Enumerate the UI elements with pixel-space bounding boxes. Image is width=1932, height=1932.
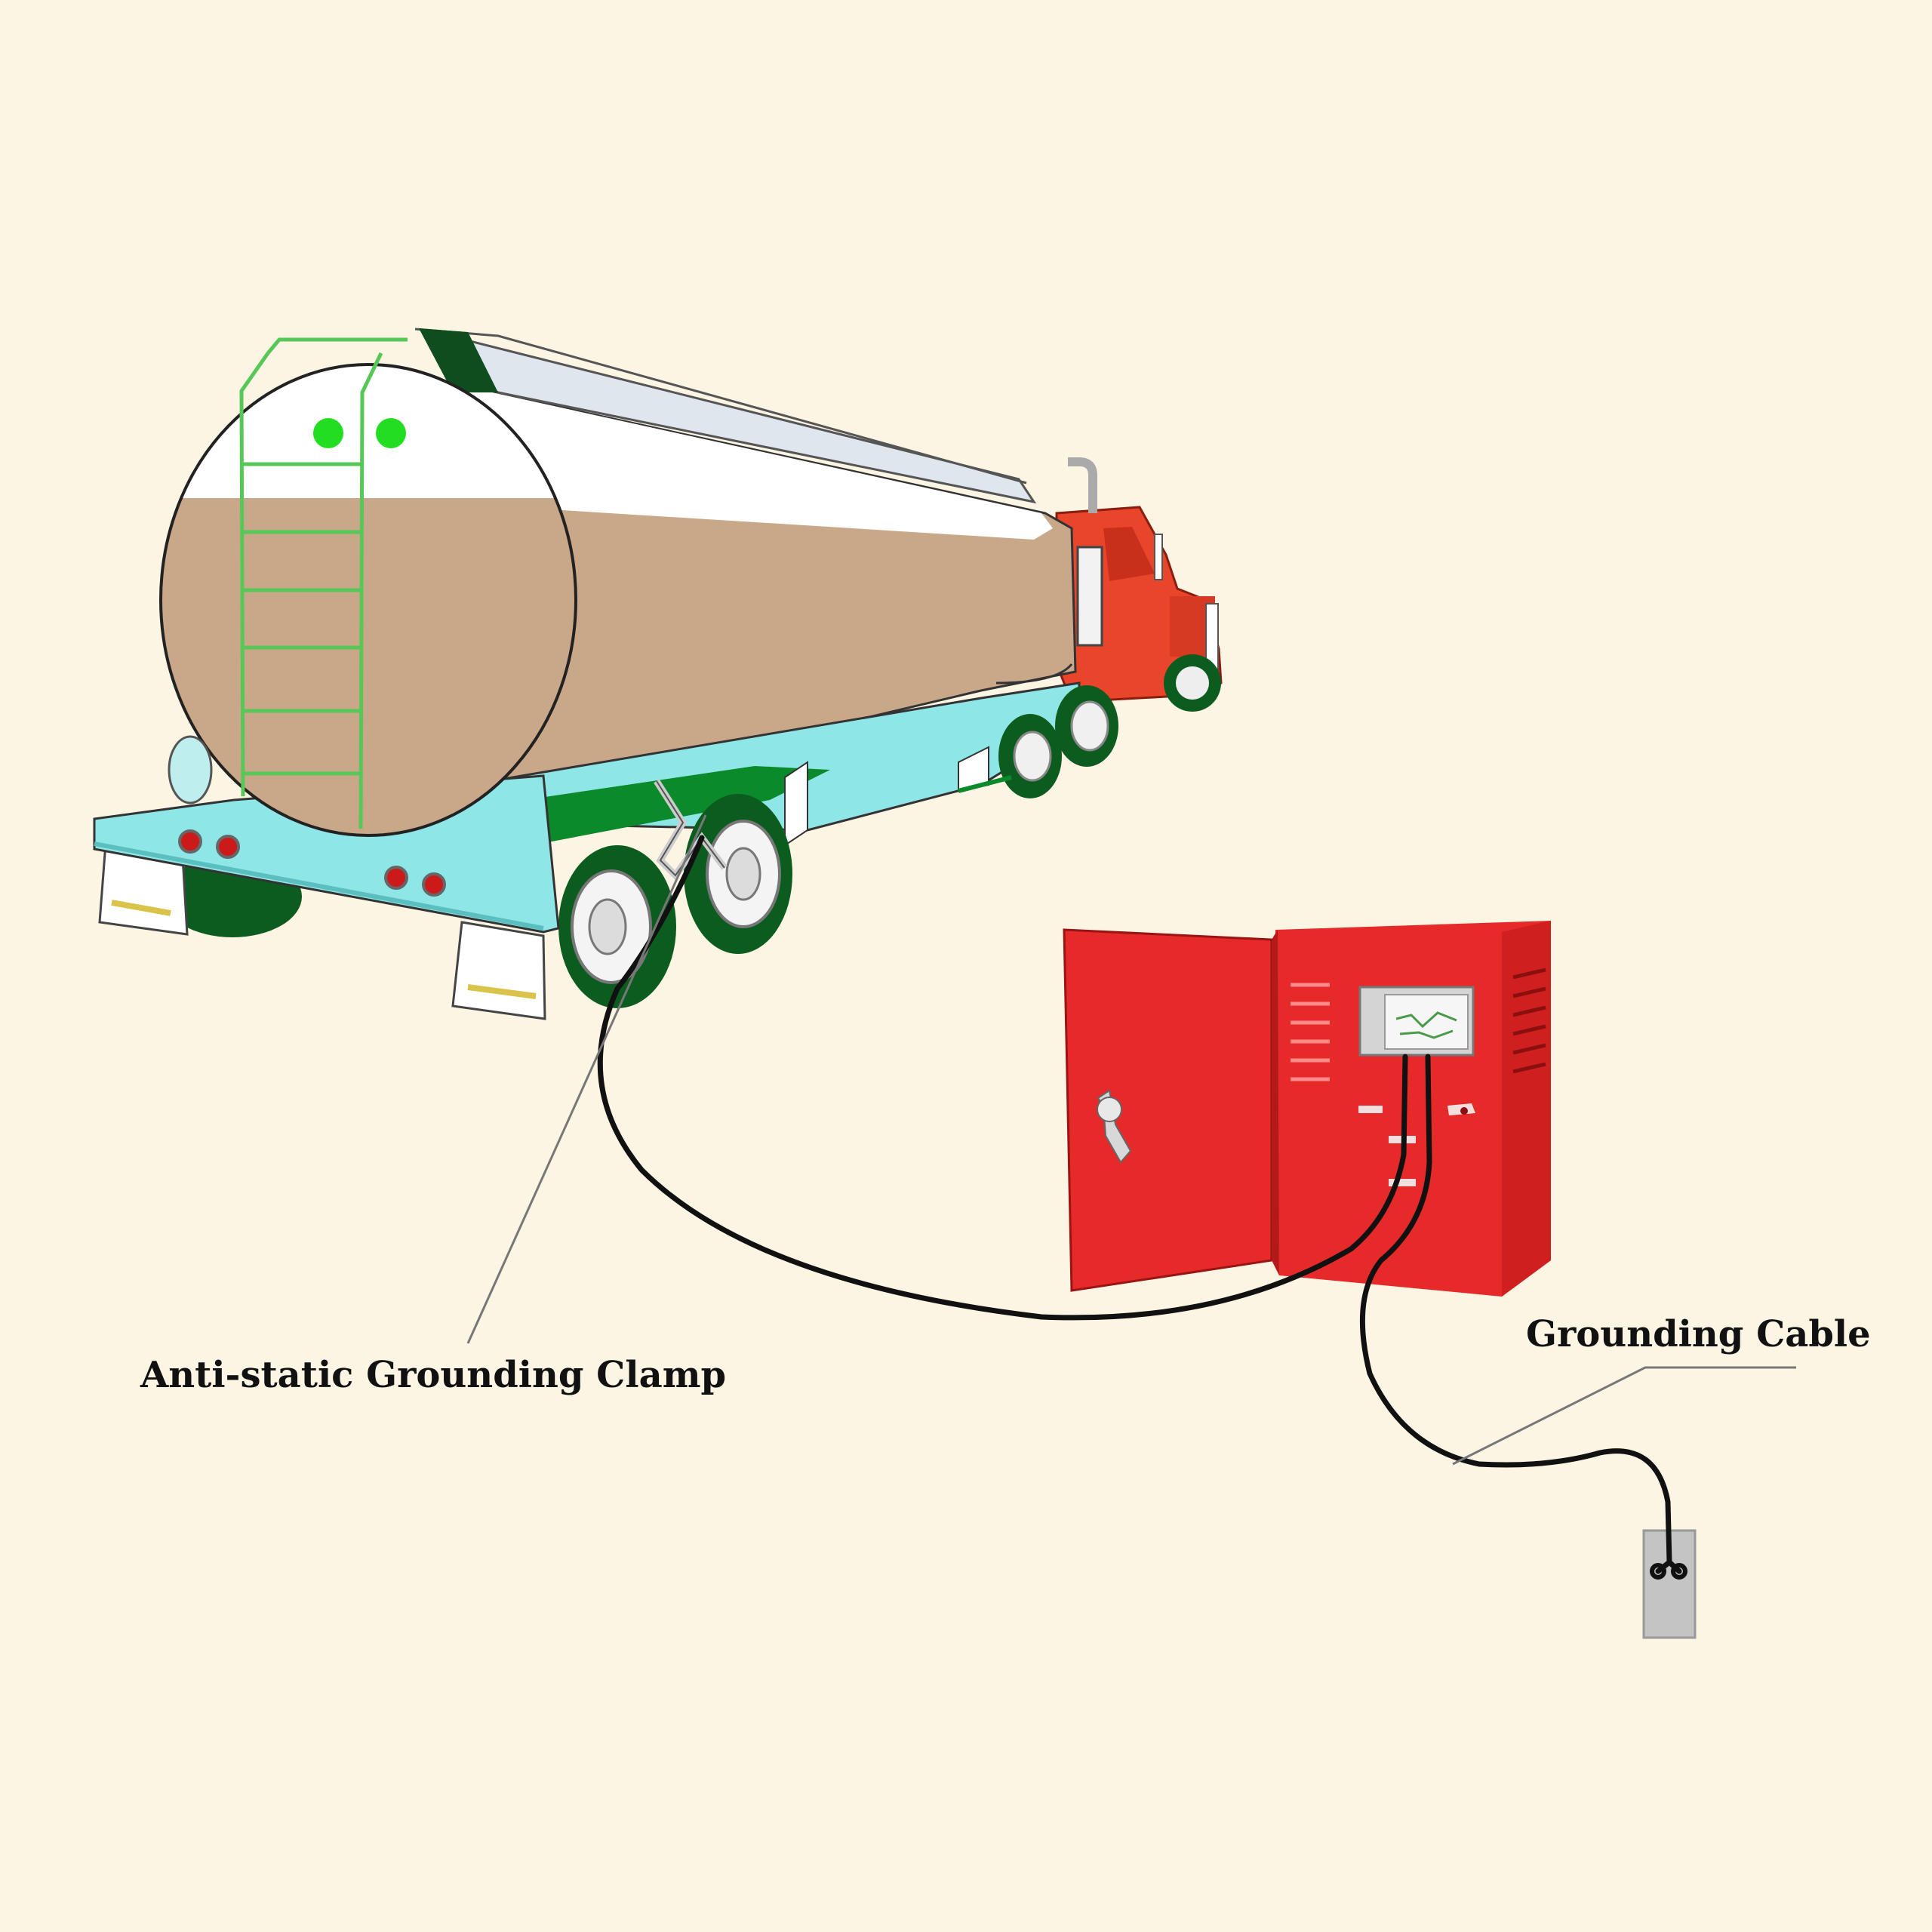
cable-leader-line xyxy=(1452,1366,1796,1466)
mud-flaps xyxy=(98,842,546,1020)
clamp-label: Anti-static Grounding Clamp xyxy=(140,1354,727,1396)
rear-wheels xyxy=(163,794,792,1008)
clamp-leader-line xyxy=(466,814,707,1344)
middle-wheels xyxy=(958,685,1118,798)
ladder xyxy=(239,337,408,829)
tank-rear-face xyxy=(159,363,577,837)
grounding-cabinet-icon xyxy=(1063,921,1551,1297)
grounding-clamp-icon xyxy=(654,779,728,881)
grounding-cable xyxy=(597,835,1682,1574)
tanker-truck-icon xyxy=(93,328,1223,1020)
leader-lines xyxy=(466,814,1796,1466)
cable-label: Grounding Cable xyxy=(1526,1313,1871,1355)
cab xyxy=(1055,457,1223,712)
